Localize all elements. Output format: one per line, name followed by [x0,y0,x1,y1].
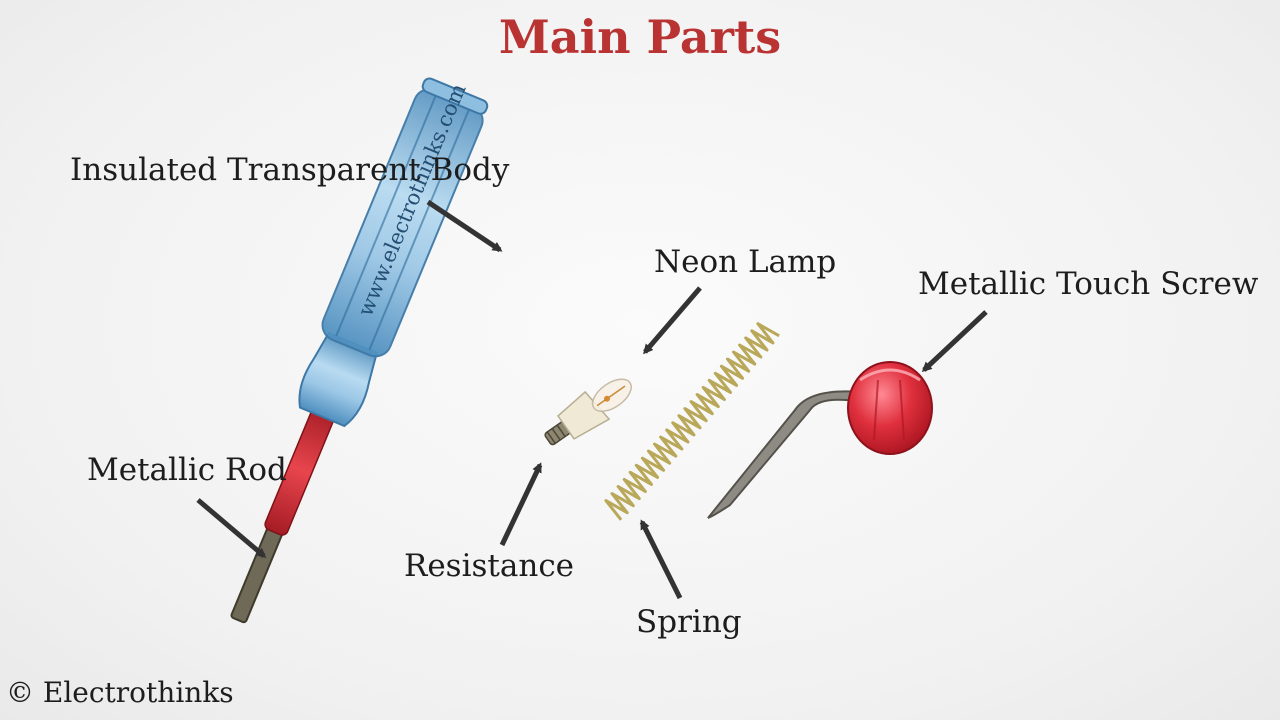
label-spring: Spring [636,604,742,640]
label-neon-lamp: Neon Lamp [654,244,837,280]
touch-clip [707,390,864,519]
arrow-resistance [499,462,543,547]
screwdriver: www.electrothinks.com [230,77,489,624]
copyright-text: © Electrothinks [6,676,234,709]
metallic-rod-tip [230,524,284,624]
metallic-touch-screw-part [707,361,933,519]
arrow-spring [639,519,683,600]
arrow-insulated-body [426,199,503,253]
page-title: Main Parts [498,10,782,64]
label-metallic-touch-screw: Metallic Touch Screw [918,266,1259,302]
arrow-neon-lamp [643,286,702,355]
spring-part [604,322,780,521]
arrow-touch-screw [921,310,988,373]
label-insulated-body: Insulated Transparent Body [70,152,510,188]
neon-lamp-assembly [544,378,632,446]
arrow-metallic-rod [196,498,267,558]
lamp-holder [556,390,611,440]
label-metallic-rod: Metallic Rod [87,452,287,488]
label-resistance: Resistance [404,548,575,584]
touch-cap [847,361,933,455]
